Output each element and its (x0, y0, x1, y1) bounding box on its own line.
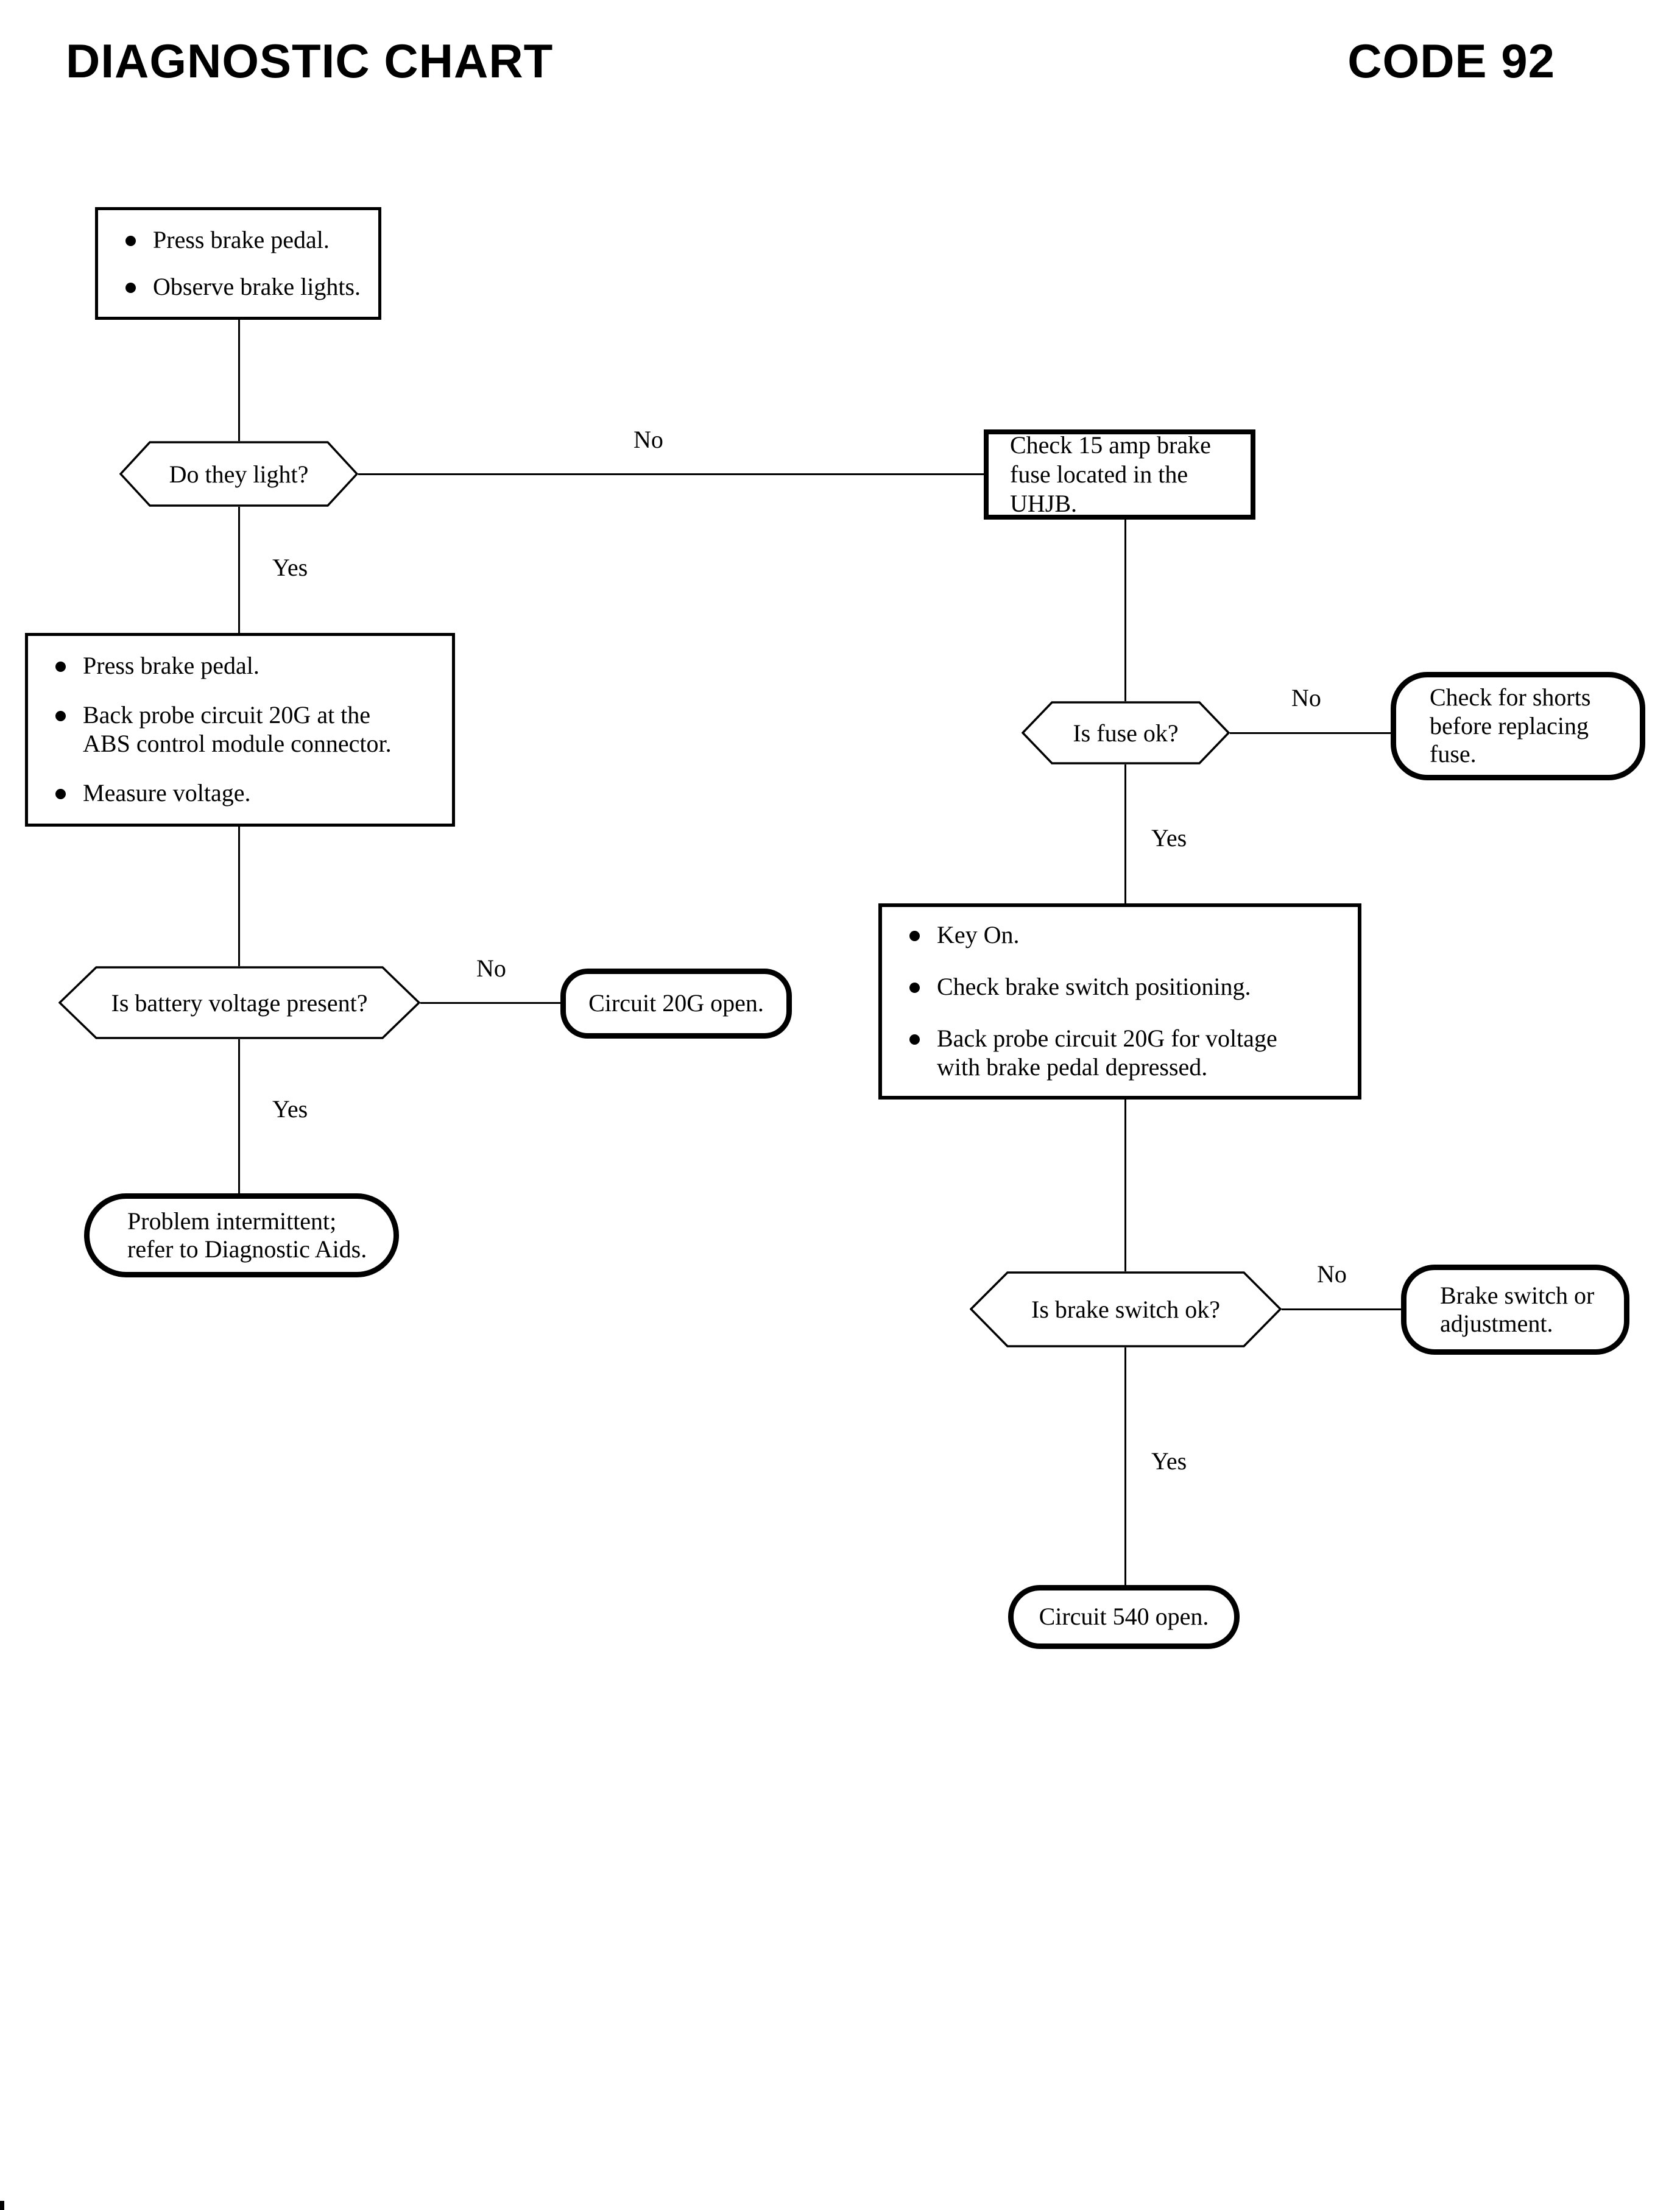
connector-line (358, 473, 984, 475)
connector-line (1282, 1308, 1401, 1310)
terminal-text: Circuit 20G open. (588, 989, 764, 1017)
bullet-icon (125, 235, 136, 246)
decision-label: Do they light? (169, 460, 309, 488)
bullet-icon (125, 282, 136, 293)
bullet-icon (55, 788, 66, 799)
bullet-text: Measure voltage. (83, 778, 251, 807)
terminal-text: Problem intermittent; refer to Diagnosti… (127, 1207, 367, 1263)
bullet-text: Key On. (937, 921, 1020, 949)
edge-label-yes: Yes (1151, 1447, 1187, 1475)
connector-line (238, 507, 240, 633)
decision-label: Is brake switch ok? (1031, 1296, 1220, 1323)
decision-label: Is fuse ok? (1073, 719, 1179, 747)
bullet-item: Check brake switch positioning. (882, 973, 1358, 1001)
bullet-item: Measure voltage. (28, 779, 452, 808)
bullet-text: Back probe circuit 20G for voltage with … (937, 1025, 1277, 1081)
bullet-icon (909, 983, 920, 994)
decision-battery-voltage: Is battery voltage present? (58, 966, 420, 1039)
terminal-problem-intermittent: Problem intermittent; refer to Diagnosti… (84, 1193, 399, 1277)
decision-label: Is battery voltage present? (111, 989, 368, 1017)
bullet-item: Press brake pedal. (28, 652, 452, 680)
edge-label-no: No (634, 426, 663, 453)
terminal-circuit-20g-open: Circuit 20G open. (560, 969, 792, 1039)
terminal-text: Brake switch or adjustment. (1440, 1281, 1595, 1337)
hexagon-shape (970, 1271, 1282, 1347)
decision-brake-switch: Is brake switch ok? (970, 1271, 1282, 1347)
connector-line (238, 320, 240, 441)
edge-label-no: No (476, 955, 506, 982)
bullet-text: Back probe circuit 20G at the ABS contro… (83, 701, 392, 757)
decision-is-fuse-ok: Is fuse ok? (1022, 701, 1230, 764)
connector-line (420, 1002, 560, 1004)
terminal-circuit-540-open: Circuit 540 open. (1008, 1585, 1240, 1649)
hexagon-shape (1022, 701, 1230, 764)
hexagon-shape (58, 966, 420, 1039)
process-box-press-brake: Press brake pedal. Observe brake lights. (95, 207, 381, 320)
bullet-list: Key On. Check brake switch positioning. … (882, 907, 1358, 1096)
bullet-text: Press brake pedal. (83, 652, 259, 680)
edge-label-yes: Yes (1151, 824, 1187, 852)
bullet-item: Back probe circuit 20G at the ABS contro… (28, 701, 452, 758)
bullet-icon (55, 662, 66, 673)
process-box-back-probe: Press brake pedal. Back probe circuit 20… (25, 633, 455, 827)
connector-line (1124, 764, 1126, 903)
bullet-icon (55, 711, 66, 722)
edge-label-yes: Yes (272, 554, 308, 581)
edge-label-yes: Yes (272, 1095, 308, 1123)
hexagon-shape (119, 441, 358, 507)
code-label: CODE 92 (1347, 34, 1555, 88)
terminal-text: Check for shorts before replacing fuse. (1430, 683, 1591, 768)
connector-line (1124, 1100, 1126, 1271)
terminal-check-shorts: Check for shorts before replacing fuse. (1391, 672, 1645, 780)
connector-line (1230, 732, 1391, 734)
edge-label-no: No (1317, 1260, 1347, 1288)
scan-artifact-mark (0, 2201, 4, 2210)
bullet-item: Press brake pedal. (98, 226, 378, 255)
bullet-text: Check brake switch positioning. (937, 973, 1251, 1001)
connector-line (1124, 1347, 1126, 1585)
bullet-icon (909, 931, 920, 942)
terminal-brake-switch-adjustment: Brake switch or adjustment. (1401, 1265, 1629, 1355)
bullet-item: Back probe circuit 20G for voltage with … (882, 1025, 1358, 1082)
bullet-list: Press brake pedal. Back probe circuit 20… (28, 636, 452, 824)
process-box-key-on: Key On. Check brake switch positioning. … (878, 903, 1361, 1100)
terminal-text: Circuit 540 open. (1039, 1603, 1209, 1631)
bullet-list: Press brake pedal. Observe brake lights. (98, 210, 378, 317)
bullet-icon (909, 1034, 920, 1045)
bullet-text: Press brake pedal. (153, 225, 330, 253)
edge-label-no: No (1291, 684, 1321, 711)
process-box-check-fuse: Check 15 amp brake fuse located in the U… (984, 429, 1255, 520)
process-text: Check 15 amp brake fuse located in the U… (1010, 431, 1211, 517)
connector-line (238, 827, 240, 966)
bullet-item: Key On. (882, 921, 1358, 950)
decision-do-they-light: Do they light? (119, 441, 358, 507)
page-title: DIAGNOSTIC CHART (66, 34, 554, 88)
connector-line (1124, 520, 1126, 701)
connector-line (238, 1039, 240, 1193)
bullet-text: Observe brake lights. (153, 272, 361, 300)
bullet-item: Observe brake lights. (98, 273, 378, 302)
